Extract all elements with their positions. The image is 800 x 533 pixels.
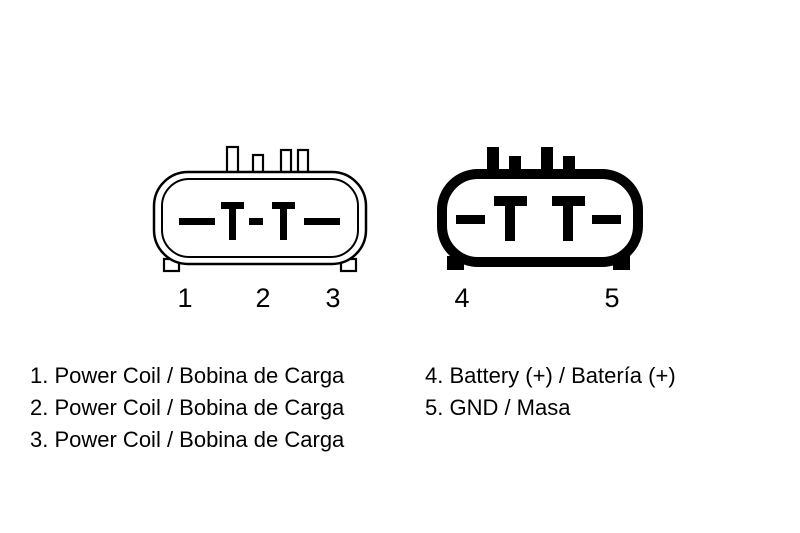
terminal-slot xyxy=(304,218,340,225)
connector-2pin-body xyxy=(437,169,643,267)
legend-left-column: 1. Power Coil / Bobina de Carga 2. Power… xyxy=(30,360,344,456)
connector-2pin-solid xyxy=(437,147,643,270)
terminal-t-pin xyxy=(563,196,573,241)
terminal-slot xyxy=(249,218,263,225)
legend-right-column: 4. Battery (+) / Batería (+) 5. GND / Ma… xyxy=(425,360,676,424)
terminal-t-pin xyxy=(280,202,287,240)
pin-number-3: 3 xyxy=(325,283,341,313)
pin-number-2: 2 xyxy=(255,283,271,313)
legend-item-3: 3. Power Coil / Bobina de Carga xyxy=(30,427,345,452)
legend-item-4: 4. Battery (+) / Batería (+) xyxy=(425,363,676,388)
connector-3pin-inner-wall xyxy=(161,178,359,258)
terminal-slot xyxy=(456,215,485,224)
terminal-slot xyxy=(179,218,215,225)
pin-number-4: 4 xyxy=(454,283,470,313)
legend-item-1: 1. Power Coil / Bobina de Carga xyxy=(30,363,345,388)
legend-item-5: 5. GND / Masa xyxy=(425,395,571,420)
terminal-t-pin xyxy=(505,196,515,241)
terminal-t-pin xyxy=(229,202,236,240)
legend-item-2: 2. Power Coil / Bobina de Carga xyxy=(30,395,345,420)
connector-3pin-outline xyxy=(152,145,368,273)
connectors-drawing xyxy=(152,145,643,273)
terminal-slot xyxy=(592,215,621,224)
pin-number-1: 1 xyxy=(177,283,193,313)
pin-number-5: 5 xyxy=(604,283,620,313)
